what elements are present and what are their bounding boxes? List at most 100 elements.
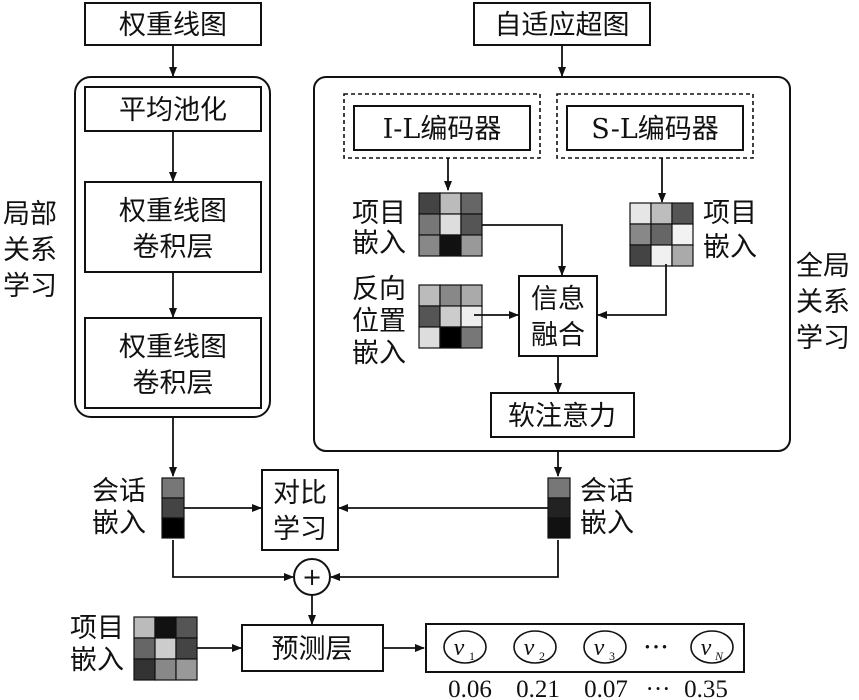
arrow-session-left-to-plus [172, 540, 294, 581]
reverse-pos-line2: 位置 [352, 306, 406, 337]
output-score-row: 0.06 0.21 0.07 ··· 0.35 [448, 676, 728, 700]
matrix-cell [460, 284, 483, 307]
plus-icon: + [302, 563, 322, 591]
matrix-cell [439, 284, 462, 307]
fusion-line1: 信息 [531, 284, 585, 315]
vector-cell [547, 497, 571, 519]
arrow-item-right-to-fusion [597, 264, 667, 319]
matrix-cell [439, 234, 462, 257]
global-module-container [313, 76, 791, 452]
matrix-cell [671, 244, 694, 267]
gcn-layer-1-line2: 卷积层 [133, 232, 214, 263]
output-score: 0.35 [684, 676, 728, 700]
matrix-cell [650, 244, 673, 267]
matrix-cell [439, 305, 462, 328]
matrix-cell [418, 234, 441, 257]
session-left-line2: 嵌入 [92, 508, 146, 539]
prediction-label: 预测层 [272, 634, 353, 665]
local-label-line2: 关系 [3, 235, 57, 266]
output-node-subscript: 2 [539, 649, 545, 663]
soft-attention-box: 软注意力 [490, 392, 635, 438]
adaptive-hypergraph-input: 自适应超图 [473, 2, 651, 46]
local-relation-side-label: 局部 关系 学习 [3, 199, 57, 302]
output-node-circle [443, 630, 487, 664]
session-embedding-vector-left [161, 477, 185, 539]
il-encoder-label: I-L编码器 [383, 114, 502, 145]
matrix-cell [439, 326, 462, 349]
matrix-cell [629, 202, 652, 225]
global-label-line1: 全局 [796, 251, 850, 282]
local-label-line1: 局部 [3, 199, 57, 230]
output-score: 0.07 [584, 676, 628, 700]
item-embed-right-line1: 项目 [703, 198, 757, 229]
item-embed-right-line2: 嵌入 [703, 232, 757, 263]
gcn-layer-1-box: 权重线图 卷积层 [84, 181, 262, 273]
arrow-session-right-to-plus [330, 540, 559, 581]
matrix-cell [439, 213, 462, 236]
output-node-label: v [594, 635, 605, 661]
reverse-pos-line1: 反向 [352, 274, 406, 305]
matrix-cell [133, 658, 156, 681]
matrix-cell [460, 305, 483, 328]
item-embedding-matrix-right [629, 202, 694, 267]
matrix-cell [650, 223, 673, 246]
vector-cell [547, 477, 571, 499]
fusion-line2: 融合 [531, 320, 585, 351]
global-label-line2: 关系 [796, 287, 850, 318]
output-node-label: v [701, 635, 712, 661]
weighted-line-graph-input: 权重线图 [84, 2, 262, 46]
output-node-circle [690, 630, 734, 664]
sl-encoder-box: S-L编码器 [566, 105, 744, 151]
output-node-subscript: 1 [469, 649, 475, 663]
avg-pool-label: 平均池化 [119, 95, 227, 126]
output-score: ··· [646, 676, 671, 700]
matrix-cell [418, 305, 441, 328]
contrastive-line2: 学习 [273, 514, 327, 545]
arrow-item-left-to-fusion [482, 224, 566, 276]
session-embedding-vector-right [547, 477, 571, 539]
matrix-cell [439, 192, 462, 215]
global-relation-side-label: 全局 关系 学习 [796, 251, 850, 354]
item-embedding-matrix-bottom [133, 616, 198, 681]
global-label-line3: 学习 [796, 323, 850, 354]
prediction-layer-box: 预测层 [241, 624, 384, 672]
adaptive-hypergraph-label: 自适应超图 [495, 10, 630, 41]
contrastive-line1: 对比 [273, 478, 327, 509]
sl-encoder-dashed-frame [556, 93, 754, 159]
matrix-cell [671, 223, 694, 246]
matrix-cell [418, 192, 441, 215]
vector-cell [161, 477, 185, 499]
output-node-circle [583, 630, 627, 664]
matrix-cell [460, 326, 483, 349]
il-encoder-box: I-L编码器 [353, 105, 531, 151]
reverse-pos-line3: 嵌入 [352, 338, 406, 369]
matrix-cell [629, 244, 652, 267]
session-left-line1: 会话 [92, 476, 146, 507]
info-fusion-box: 信息 融合 [518, 275, 598, 357]
matrix-cell [650, 202, 673, 225]
matrix-cell [133, 616, 156, 639]
vector-cell [161, 497, 185, 519]
matrix-cell [175, 616, 198, 639]
matrix-cell [154, 637, 177, 660]
matrix-cell [460, 192, 483, 215]
item-embed-left-line1: 项目 [352, 198, 406, 229]
item-embed-bottom-line1: 项目 [70, 613, 124, 644]
matrix-cell [418, 284, 441, 307]
local-label-line3: 学习 [3, 271, 57, 302]
il-encoder-dashed-frame [343, 93, 541, 159]
gcn-layer-2-box: 权重线图 卷积层 [84, 317, 262, 409]
gcn-layer-2-line2: 卷积层 [133, 368, 214, 399]
vector-cell [547, 517, 571, 539]
matrix-cell [418, 213, 441, 236]
output-score: 0.06 [448, 676, 492, 700]
gcn-layer-1-line1: 权重线图 [119, 196, 227, 227]
matrix-cell [154, 658, 177, 681]
output-ellipsis: ··· [643, 632, 669, 663]
output-score: 0.21 [516, 676, 560, 700]
output-node-circle [513, 630, 557, 664]
matrix-cell [418, 326, 441, 349]
matrix-cell [133, 637, 156, 660]
